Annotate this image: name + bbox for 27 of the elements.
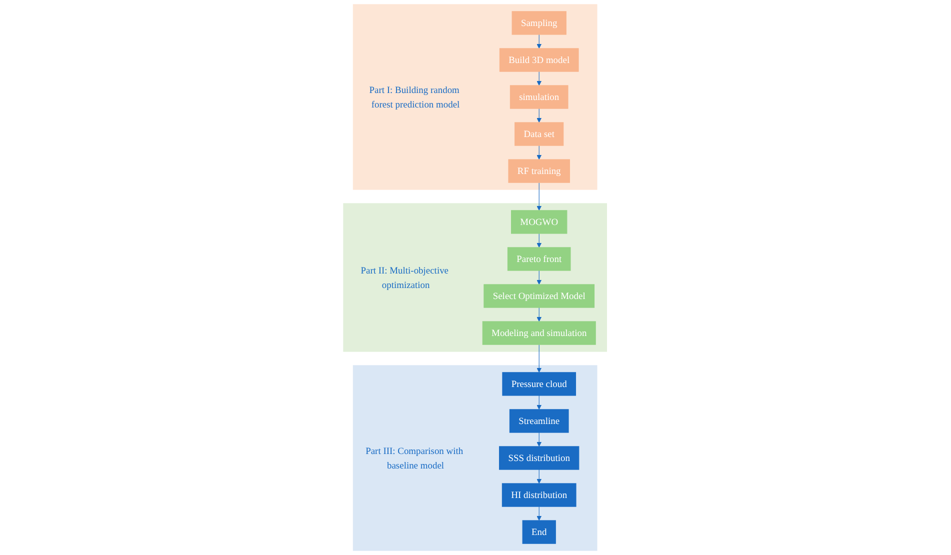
arrow	[537, 182, 542, 211]
node-box: Modeling and simulation	[482, 321, 596, 345]
arrow	[537, 506, 542, 521]
node-box: Select Optimized Model	[484, 284, 595, 308]
node-box: Pareto front	[508, 247, 572, 271]
arrow	[537, 395, 542, 410]
node-box: simulation	[510, 85, 569, 109]
arrow	[537, 233, 542, 248]
node-box: End	[522, 520, 556, 544]
node-box: MOGWO	[511, 210, 568, 234]
arrow	[537, 145, 542, 160]
node-box: RF training	[508, 159, 570, 183]
arrow	[537, 469, 542, 484]
node-box: SSS distribution	[499, 446, 580, 470]
node-box: Pressure cloud	[502, 372, 576, 396]
node-box: Data set	[514, 122, 564, 146]
node-box: Build 3D model	[500, 48, 580, 72]
arrow	[537, 307, 542, 322]
arrow	[537, 71, 542, 86]
arrow	[537, 108, 542, 123]
node-box: Streamline	[510, 409, 570, 433]
arrow	[537, 270, 542, 285]
arrow	[537, 344, 542, 373]
arrow	[537, 432, 542, 447]
node-box: HI distribution	[502, 483, 577, 507]
node-box: Sampling	[512, 11, 567, 35]
arrow	[537, 34, 542, 49]
